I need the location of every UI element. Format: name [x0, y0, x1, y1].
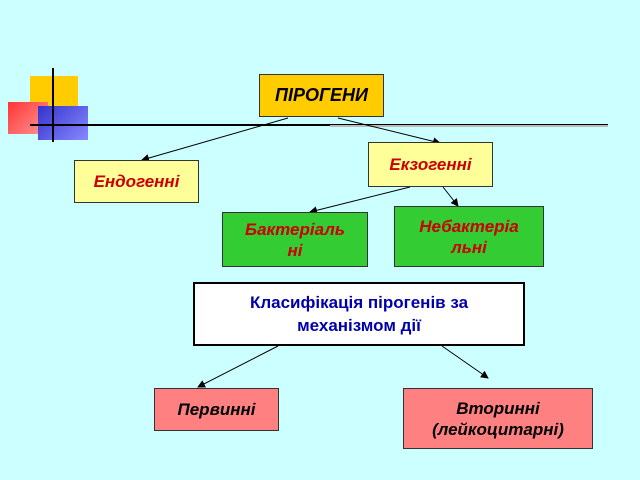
nonbacterial-node: Небактеріа льні: [394, 206, 544, 267]
classification-line1: Класифікація пірогенів за: [249, 293, 469, 312]
arrow-exogenous-bacterial: [309, 186, 411, 215]
secondary-label-line2: (лейкоцитарні): [432, 419, 564, 439]
root-label: ПІРОГЕНИ: [275, 85, 368, 105]
logo-blue-square: [38, 106, 88, 140]
arrow-classification-primary: [197, 345, 279, 388]
classification-line2: механізмом дії: [297, 316, 421, 335]
arrow-root-endogenous: [141, 117, 289, 162]
exogenous-node: Екзогенні: [368, 142, 493, 187]
endogenous-label: Ендогенні: [93, 172, 180, 191]
endogenous-node: Ендогенні: [74, 160, 199, 203]
bacterial-label-line2: ні: [287, 240, 303, 260]
exogenous-label: Екзогенні: [389, 155, 472, 174]
arrow-exogenous-nonbacterial: [442, 186, 459, 207]
nonbacterial-label-line2: льні: [451, 237, 487, 257]
arrow-root-exogenous: [337, 117, 441, 146]
classification-box: Класифікація пірогенів за механізмом дії: [193, 282, 525, 346]
arrow-classification-secondary: [441, 345, 489, 379]
bacterial-label-line1: Бактеріаль: [245, 219, 345, 239]
secondary-node: Вторинні (лейкоцитарні): [403, 388, 593, 449]
bacterial-node: Бактеріаль ні: [222, 212, 368, 267]
secondary-label-line1: Вторинні: [456, 398, 540, 418]
primary-label: Первинні: [177, 400, 256, 419]
nonbacterial-label-line1: Небактеріа: [419, 216, 519, 236]
primary-node: Первинні: [154, 388, 279, 431]
root-node: ПІРОГЕНИ: [259, 74, 384, 117]
